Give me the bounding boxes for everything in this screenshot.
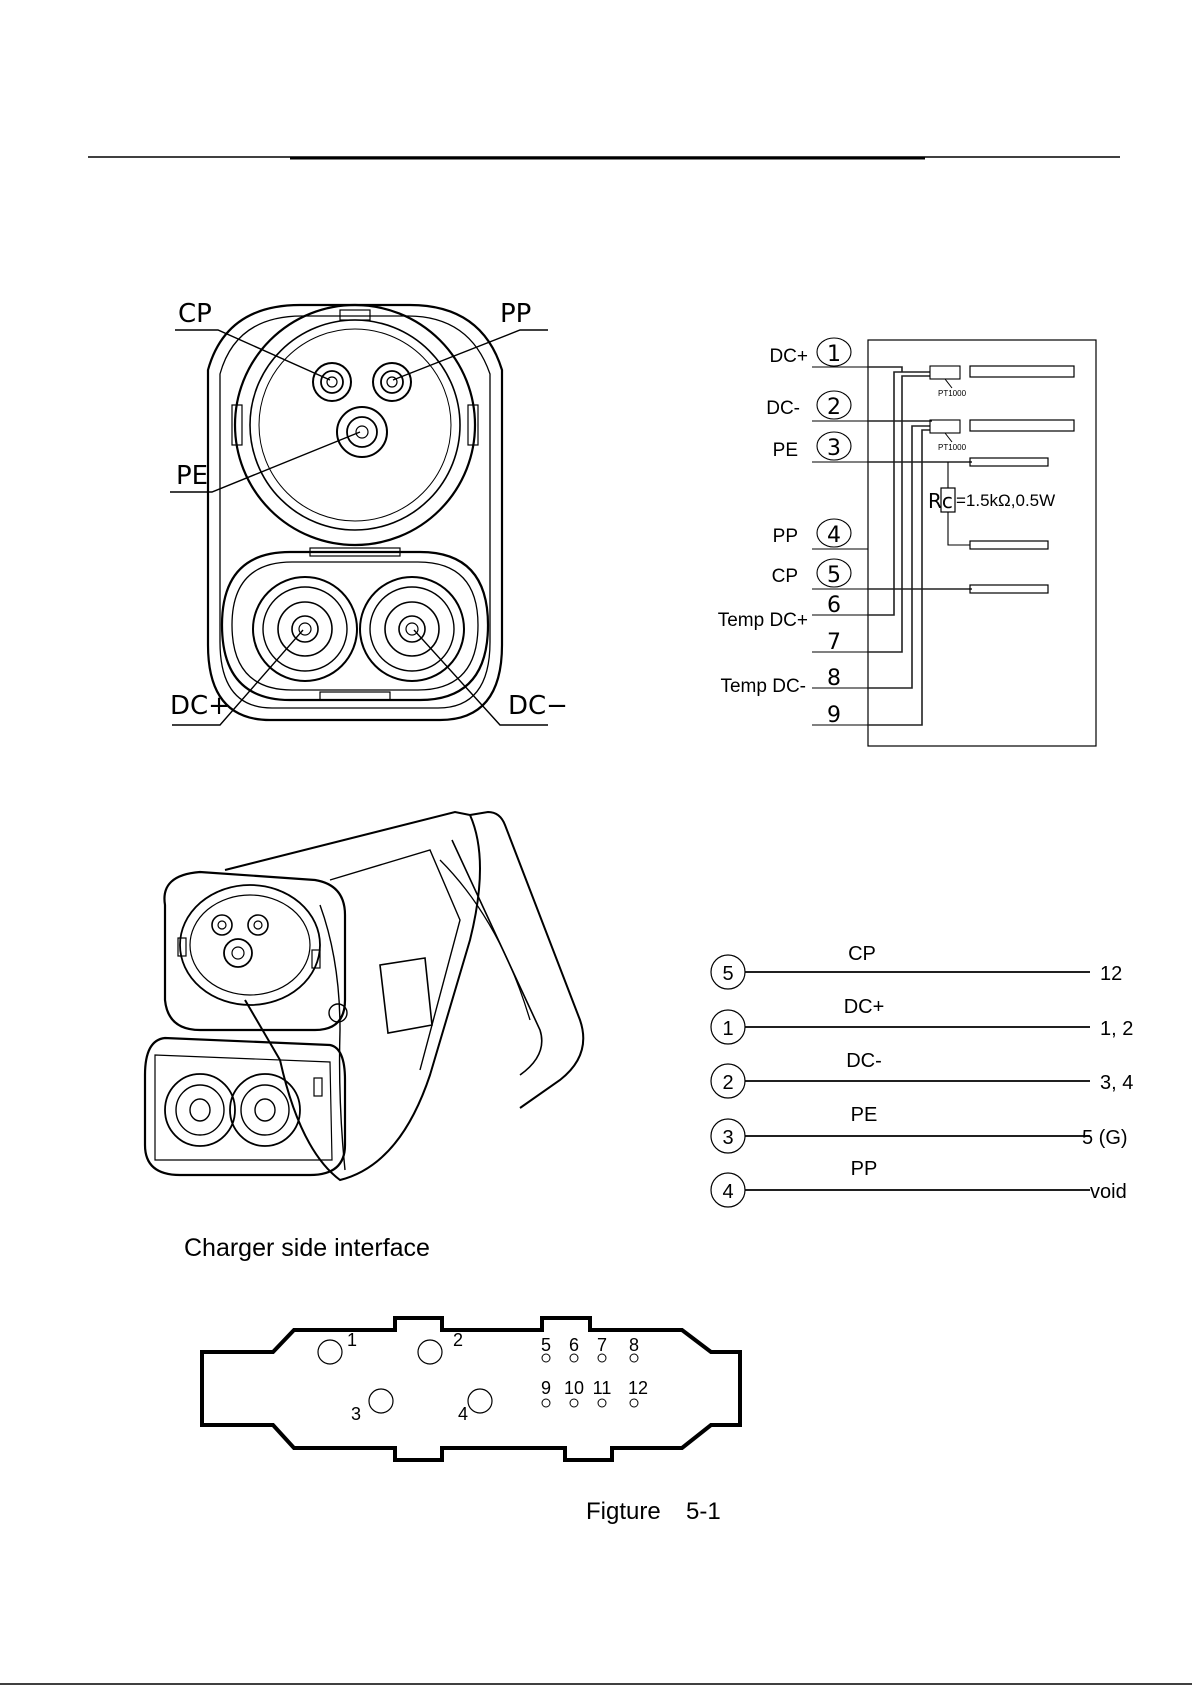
socket-pin-8: 8 — [629, 1335, 639, 1355]
pin-number-9: 9 — [827, 703, 841, 728]
charger-side-caption: Charger side interface — [184, 1234, 430, 1262]
pin-label-1: DC+ — [769, 346, 808, 367]
mapping-target-2: 1, 2 — [1100, 1018, 1133, 1040]
pin-label-6: Temp DC+ — [718, 610, 808, 631]
socket-pin-4: 4 — [458, 1404, 468, 1424]
mapping-signal-1: CP — [848, 943, 876, 965]
pin-number-5: 5 — [827, 563, 841, 588]
pin-label-5: CP — [772, 566, 798, 587]
socket-pin-1: 1 — [347, 1330, 357, 1350]
socket-pin-3: 3 — [351, 1404, 361, 1424]
pin-label-8: Temp DC- — [720, 676, 806, 697]
resistor-symbol: Rc — [928, 489, 953, 513]
mapping-target-4: 5 (G) — [1082, 1127, 1128, 1149]
figure-caption-prefix: Figture — [586, 1498, 661, 1525]
mapping-circle-3: 2 — [722, 1072, 733, 1094]
socket-pin-6: 6 — [569, 1335, 579, 1355]
sensor-label-2: PT1000 — [938, 443, 967, 452]
pin-label-2: DC- — [766, 398, 800, 419]
mapping-target-3: 3, 4 — [1100, 1072, 1133, 1094]
pin-mapping — [711, 955, 1090, 1207]
pin-number-4: 4 — [827, 523, 841, 548]
mapping-signal-5: PP — [851, 1158, 878, 1180]
pin-number-1: 1 — [827, 342, 841, 367]
connector-label-cp: CP — [178, 299, 212, 329]
pin-number-6: 6 — [827, 593, 841, 618]
mapping-target-1: 12 — [1100, 963, 1122, 985]
mapping-circle-2: 1 — [722, 1018, 733, 1040]
mapping-target-5: void — [1090, 1181, 1127, 1203]
pin-number-7: 7 — [827, 630, 841, 655]
socket-pin-12: 12 — [628, 1378, 648, 1398]
connector-label-pe: PE — [176, 461, 208, 491]
socket-pin-7: 7 — [597, 1335, 607, 1355]
mapping-signal-2: DC+ — [844, 996, 885, 1018]
pin-number-3: 3 — [827, 436, 841, 461]
mapping-signal-4: PE — [851, 1104, 878, 1126]
wiring-schematic — [812, 338, 1096, 746]
pin-label-4: PP — [773, 526, 798, 547]
socket-pin-11: 11 — [593, 1378, 612, 1398]
pin-label-3: PE — [773, 440, 798, 461]
connector-label-dc-plus: DC+ — [170, 691, 230, 721]
mapping-circle-1: 5 — [722, 963, 733, 985]
connector-front-view — [170, 305, 548, 725]
socket-pin-10: 10 — [564, 1378, 584, 1398]
pin-number-2: 2 — [827, 395, 841, 420]
mapping-signal-3: DC- — [846, 1050, 882, 1072]
socket-pin-5: 5 — [541, 1335, 551, 1355]
connector-label-dc-minus: DC− — [508, 691, 568, 721]
connector-label-pp: PP — [500, 299, 531, 329]
pin-number-8: 8 — [827, 666, 841, 691]
socket-pin-2: 2 — [453, 1330, 463, 1350]
socket-outline — [202, 1318, 740, 1460]
mapping-circle-4: 3 — [722, 1127, 733, 1149]
sensor-label-1: PT1000 — [938, 389, 967, 398]
socket-pin-9: 9 — [541, 1378, 551, 1398]
mapping-circle-5: 4 — [722, 1181, 733, 1203]
figure-caption-number: 5-1 — [686, 1498, 721, 1525]
resistor-value: =1.5kΩ,0.5W — [956, 491, 1055, 510]
connector-3d-illustration — [145, 812, 583, 1180]
